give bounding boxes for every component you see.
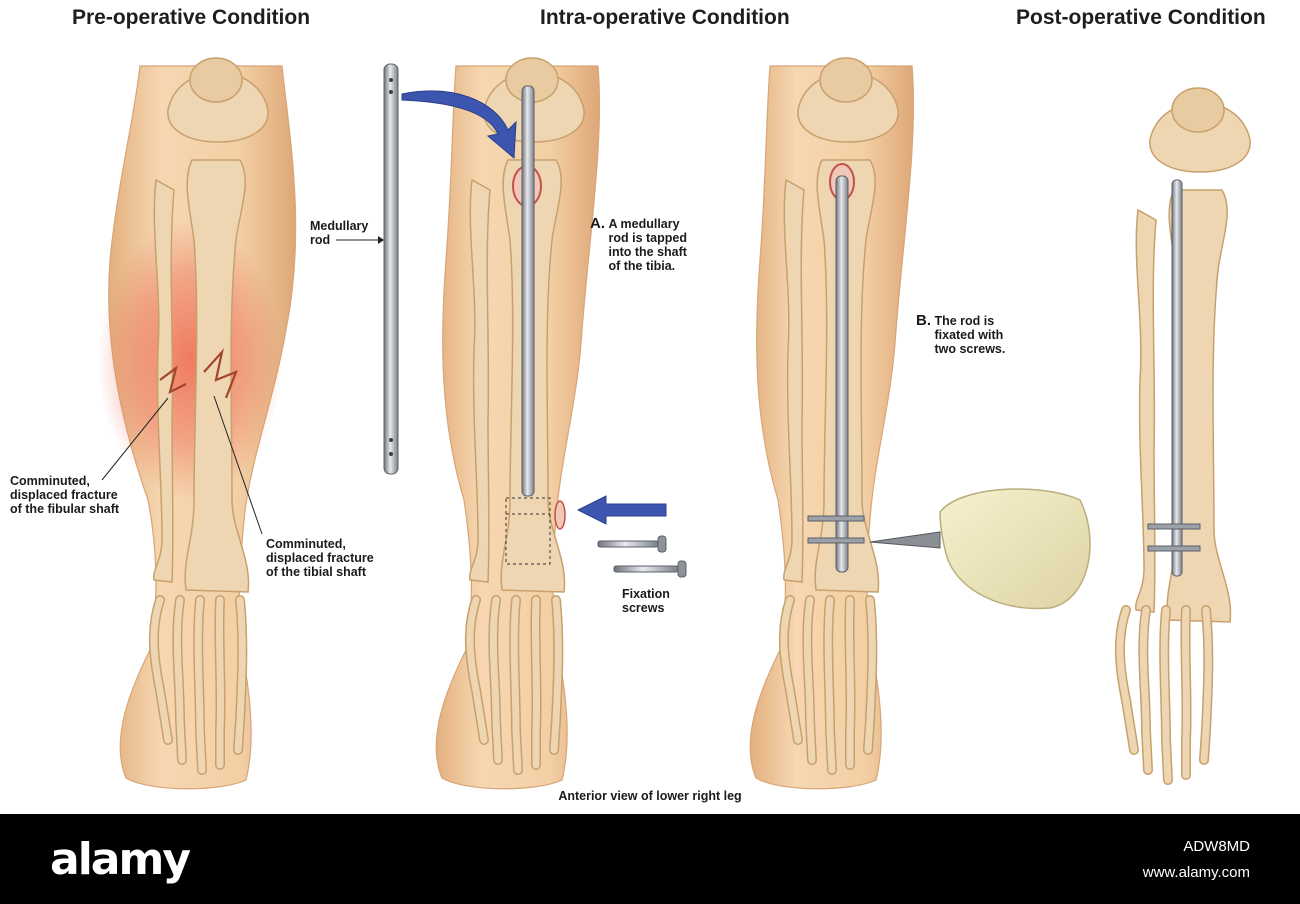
- illustration-canvas: [98, 57, 1251, 790]
- fibular-fracture-label: Comminuted, displaced fracture of the fi…: [10, 474, 119, 516]
- step-b-line: fixated with: [934, 328, 1004, 342]
- fixation-leg: [749, 57, 915, 790]
- post-operative-bones: [1120, 87, 1251, 780]
- tibial-fracture-label-line: of the tibial shaft: [266, 565, 366, 579]
- tibial-fracture-label: Comminuted, displaced fracture of the ti…: [266, 537, 374, 579]
- image-id: ADW8MD: [1183, 838, 1250, 855]
- medullary-rod-illustration: [383, 63, 399, 475]
- step-a-line: A medullary: [608, 217, 680, 231]
- insertion-arrow: [401, 90, 517, 160]
- medullary-rod-label-line: rod: [310, 233, 331, 247]
- step-b-annotation: B. The rod is fixated with two screws.: [916, 312, 1006, 356]
- step-a-line: of the tibia.: [608, 259, 676, 273]
- surgical-drill: [869, 488, 1091, 610]
- step-b-letter: B.: [916, 312, 931, 329]
- brand-logo[interactable]: alamy: [50, 834, 191, 885]
- step-a-line: into the shaft: [608, 245, 687, 259]
- pre-operative-leg: [98, 57, 297, 790]
- step-a-line: rod is tapped: [608, 231, 687, 245]
- pre-operative-title: Pre-operative Condition: [72, 6, 311, 29]
- footer-bar: alamy ADW8MD www.alamy.com: [0, 814, 1300, 904]
- intra-operative-leg: [435, 57, 601, 790]
- fibular-fracture-pointer: [101, 397, 169, 481]
- incision-arrow: [576, 495, 667, 525]
- step-b-line: The rod is: [934, 314, 995, 328]
- fibular-fracture-label-line: Comminuted,: [10, 474, 90, 488]
- step-a-annotation: A. A medullary rod is tapped into the sh…: [590, 215, 687, 273]
- medullary-rod-label-line: Medullary: [310, 219, 369, 233]
- step-b-line: two screws.: [934, 342, 1006, 356]
- tibial-fracture-pointer: [213, 395, 263, 535]
- fixation-screws-label: Fixation screws: [622, 587, 670, 615]
- post-operative-title: Post-operative Condition: [1016, 6, 1266, 29]
- tibial-fracture-label-line: displaced fracture: [266, 551, 374, 565]
- figure-caption: Anterior view of lower right leg: [558, 789, 742, 803]
- fixation-screws-illustration: [597, 535, 687, 578]
- step-a-letter: A.: [590, 215, 605, 232]
- fibular-fracture-label-line: of the fibular shaft: [10, 502, 120, 516]
- medullary-rod-pointer-head: [378, 236, 384, 244]
- fixation-screws-label-line: screws: [622, 601, 665, 615]
- intra-operative-title: Intra-operative Condition: [540, 6, 790, 29]
- fixation-screws-label-line: Fixation: [622, 587, 670, 601]
- medullary-rod-label: Medullary rod: [310, 219, 368, 247]
- tibial-fracture-label-line: Comminuted,: [266, 537, 346, 551]
- fibular-fracture-label-line: displaced fracture: [10, 488, 118, 502]
- site-url[interactable]: www.alamy.com: [1142, 864, 1250, 881]
